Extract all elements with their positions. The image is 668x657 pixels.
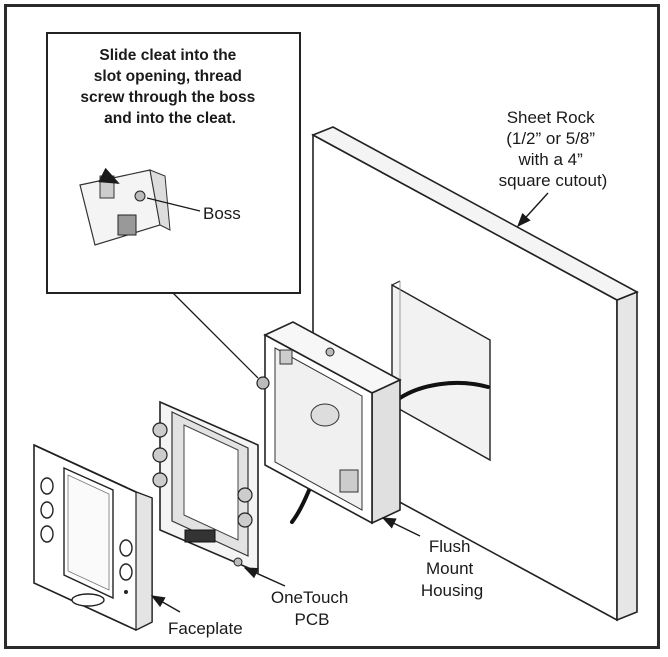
pcb-label: OneTouch PCB: [271, 588, 353, 629]
inset-line-3: screw through the boss: [80, 89, 255, 106]
housing-arrow: [381, 517, 421, 537]
boss-label: Boss: [203, 204, 241, 223]
faceplate: [33, 443, 153, 631]
inset-leader-line: [172, 292, 259, 379]
inset-line-2: slot opening, thread: [94, 68, 242, 85]
boss-detail-sketch: [79, 167, 171, 246]
sheet-rock-wall: [311, 126, 639, 622]
square-cutout: [391, 283, 491, 462]
faceplate-arrow: [150, 595, 181, 613]
inset-detail-box: Slide cleat into the slot opening, threa…: [46, 32, 301, 294]
sheet-rock-arrow: [517, 192, 549, 228]
onetouch-pcb: [152, 400, 259, 574]
sheet-rock-label: Sheet Rock (1/2” or 5/8” with a 4” squar…: [499, 108, 608, 190]
inset-line-4: and into the cleat.: [104, 110, 236, 127]
flush-mount-housing: [256, 321, 402, 525]
svg-text:Slide cleat into the slo: Slide cleat into the slot opening, threa…: [80, 47, 259, 127]
housing-label: Flush Mount Housing: [421, 537, 483, 600]
inset-line-1: Slide cleat into the: [99, 47, 236, 64]
pcb-arrow: [243, 567, 286, 587]
faceplate-label: Faceplate: [168, 619, 243, 638]
